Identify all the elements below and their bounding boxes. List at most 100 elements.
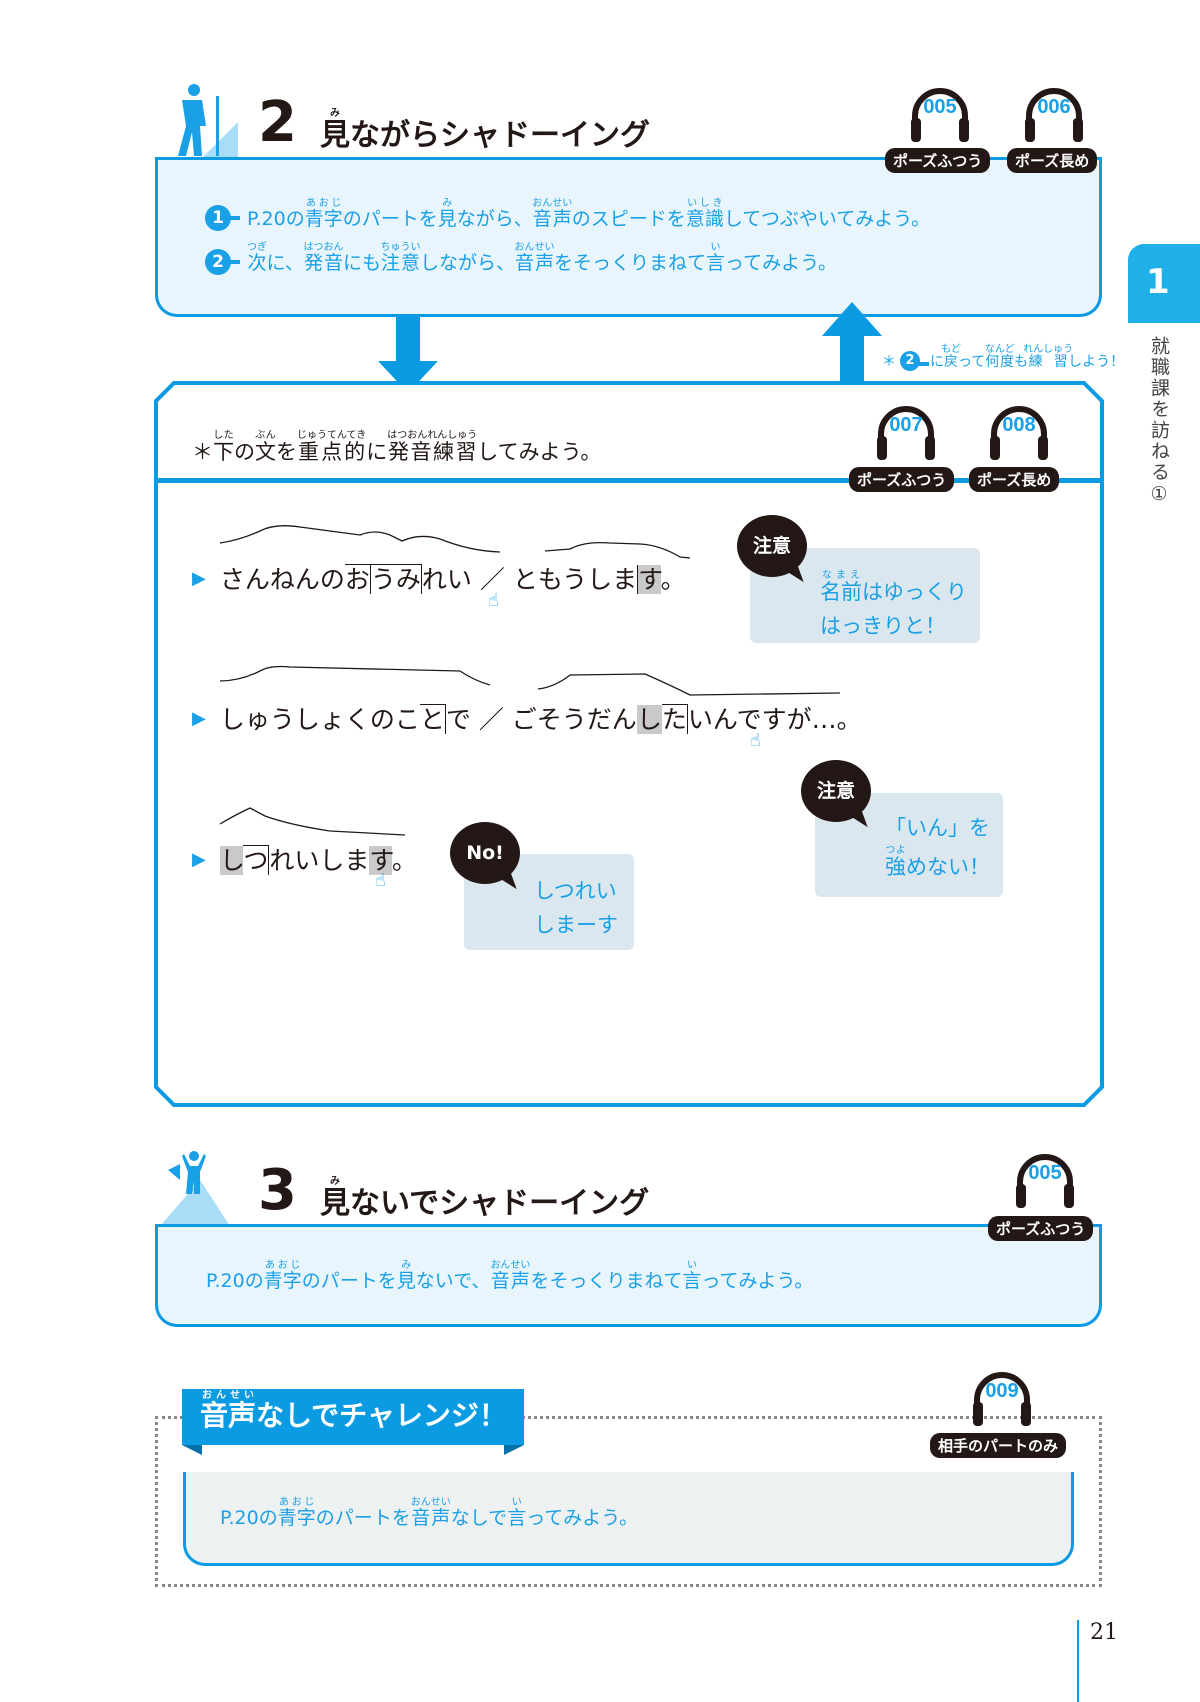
practice-row-2: ▶しゅうしょくのことで ／ ごそうだんしたいんですが…。 [192,700,862,736]
text-segment: 音声おんせい [410,1497,451,1529]
audio-track-009[interactable]: 009 [962,1368,1042,1430]
arrow-up-icon [822,302,882,384]
pause-label: ポーズふつう [849,467,955,492]
track-number: 005 [1028,1162,1062,1184]
caution-bubble: 注意 [737,515,807,577]
pronunciation-segment: す [369,846,392,875]
text-segment: 戻もど [941,344,961,370]
practice-instruction: ＊下したの文ぶんを重点的じゅうてんてきに発音練習はつおんれんしゅうしてみよう。 [192,430,601,466]
headphones-icon [990,406,1048,460]
headphones-icon [1025,88,1083,142]
chapter-title: 就職課を訪ねる① [1148,336,1170,507]
pointing-hand-icon: ☝ [375,870,386,891]
text-segment: のスピードを [571,208,686,230]
text-segment: 意識いしき [685,198,724,230]
pause-label: ポーズふつう [988,1216,1094,1241]
pronunciation-segment: れいしま [269,846,370,875]
step-text: P.20の青字あおじのパートを見みながら、音声おんせいのスピードを意識いしきして… [247,198,930,231]
text-segment: ＊ [192,440,213,464]
pronunciation-segment: しゅうしょくのこ [219,705,420,734]
text-segment: 見み [320,1176,350,1221]
pitch-contours [219,525,841,836]
text-segment: 発音練習はつおんれんしゅう [387,430,478,464]
summit-icon [160,1151,230,1226]
text-segment: 青字あおじ [277,1497,316,1529]
text-segment: しながら、 [419,252,515,274]
pronunciation-segment: れい [421,565,472,594]
track-number: 005 [923,96,957,118]
pronunciation-segment: さんねんの [219,565,345,594]
headphones-icon [1016,1154,1074,1208]
text-segment: ってみよう。 [526,1507,639,1529]
text-segment: を [276,440,297,464]
pronunciation-segment: お [344,564,371,594]
section-2-title: 見みながらシャドーイング [320,108,650,154]
pause-label: ポーズふつう [885,148,991,173]
track-number: 008 [1002,414,1036,436]
text-segment: ながらシャドーイング [350,118,650,153]
audio-track-006[interactable]: 006 [1014,84,1094,146]
text-segment: に、 [266,252,304,274]
section-3-instructions [155,1227,1102,1327]
text-segment: 言い [507,1497,527,1529]
text-segment: のパートを [315,1507,411,1529]
challenge-text: P.20の青字あおじのパートを音声おんせいなしで言いってみよう。 [220,1497,638,1530]
text-segment: はっきりと！ [820,614,946,638]
pronunciation-segment: た [661,704,688,734]
audio-track-007[interactable]: 007 [866,402,946,464]
section-3-number: 3 [258,1158,297,1223]
pause-label: ポーズ長め [1007,148,1098,173]
text-segment: 下した [213,430,234,464]
audio-track-005[interactable]: 005 [900,84,980,146]
pronunciation-segment: し [219,846,244,875]
pause-label: ポーズ長め [969,467,1060,492]
text-segment: はゆっくり [862,580,967,604]
caution-bubble: 注意 [801,760,871,822]
track-number: 006 [1037,96,1071,118]
text-segment: 言い [682,1260,702,1292]
text-segment: 見み [396,1260,416,1292]
chapter-tab[interactable]: 1 [1128,244,1200,323]
headphones-icon [973,1372,1031,1426]
section-2-instructions [155,160,1102,317]
section-2-number: 2 [258,90,297,155]
audio-track-008[interactable]: 008 [979,402,1059,464]
pronunciation-segment: と [419,704,446,734]
pointing-hand-icon: ☝ [750,730,761,751]
page-rule [1077,1620,1079,1702]
pronunciation-segment: つ [243,845,270,875]
text-segment: なしで [450,1507,508,1529]
text-segment: 「いん」を [885,816,990,840]
pronunciation-segment: いんですが…。 [687,705,862,734]
pronunciation-segment: うみ [370,564,422,594]
text-segment: ながら、 [456,208,533,230]
text-segment: 言い [706,242,726,274]
text-segment: をそっくりまねて [530,1270,683,1292]
challenge-box [183,1472,1074,1566]
text-segment: P.20の [247,208,305,230]
pronunciation-segment: ／ [471,565,513,594]
section-3-text: P.20の青字あおじのパートを見みないで、音声おんせいをそっくりまねて言いってみ… [206,1260,813,1293]
text-segment: 音声おんせい [514,242,555,274]
practice-row-3: ▶しつれいします。 [192,841,417,877]
text-segment: 音声おんせい [200,1390,257,1432]
challenge-banner: 音声おんせいなしでチャレンジ！ [200,1390,507,1434]
text-segment: 音声おんせい [490,1260,531,1292]
text-segment: 発音はつおん [303,242,344,274]
challenge-frame [155,1416,1102,1587]
page-number: 21 [1090,1620,1118,1645]
text-segment: 注意ちゅうい [380,242,421,274]
text-segment: しつれい [534,879,617,903]
text-segment: 青字あおじ [263,1260,302,1292]
text-segment: P.20の [220,1507,278,1529]
track-number: 009 [985,1380,1019,1402]
audio-track-005[interactable]: 005 [1005,1150,1085,1212]
pronunciation-segment: ともうしま [512,565,639,594]
text-segment: 見み [437,198,457,230]
text-segment: も [1014,354,1029,370]
section-3-title: 見みないでシャドーイング [320,1176,649,1222]
text-segment: 練習れんしゅう [1023,344,1074,370]
text-segment: ないでシャドーイング [350,1186,650,1221]
